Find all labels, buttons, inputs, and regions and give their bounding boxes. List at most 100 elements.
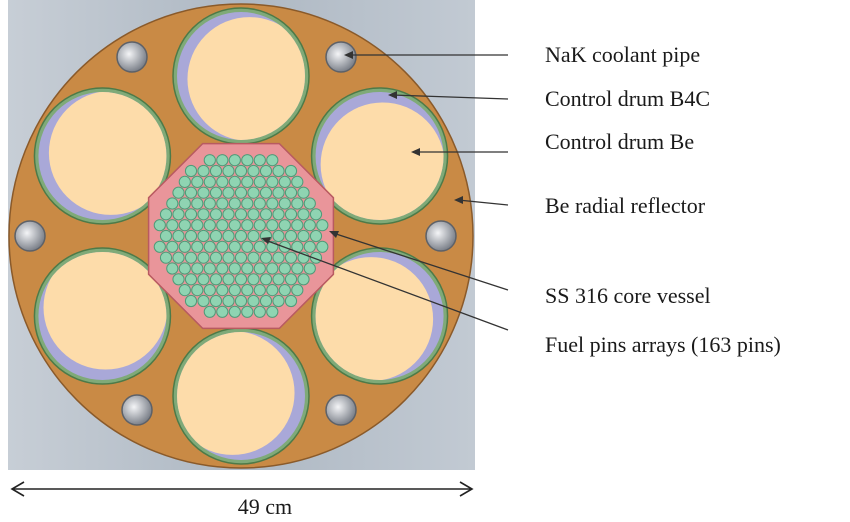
fuel-pin bbox=[247, 294, 260, 308]
fuel-pin bbox=[241, 219, 254, 232]
fuel-pin bbox=[266, 175, 279, 188]
fuel-pin bbox=[284, 229, 298, 243]
fuel-pin bbox=[297, 186, 310, 199]
fuel-pin bbox=[153, 240, 166, 253]
fuel-pin bbox=[178, 284, 191, 297]
nak-coolant-pipe bbox=[325, 41, 357, 73]
fuel-pin bbox=[309, 208, 323, 221]
fuel-pin bbox=[191, 197, 204, 210]
fuel-pin bbox=[284, 164, 298, 178]
dimension-arrow bbox=[10, 481, 474, 497]
fuel-pin bbox=[284, 273, 298, 286]
fuel-pin bbox=[178, 197, 191, 210]
fuel-pin bbox=[159, 251, 173, 264]
control-drums bbox=[33, 7, 449, 465]
fuel-pin bbox=[209, 186, 223, 199]
fuel-pin bbox=[228, 240, 241, 253]
fuel-pin bbox=[216, 175, 229, 188]
fuel-pin bbox=[253, 154, 266, 167]
fuel-pins-array bbox=[153, 154, 329, 318]
fuel-pin bbox=[266, 219, 279, 232]
fuel-pin bbox=[253, 197, 266, 210]
dimension-label: 49 cm bbox=[237, 494, 293, 519]
fuel-pin bbox=[178, 175, 191, 188]
nak-coolant-pipe bbox=[116, 41, 148, 73]
fuel-pin bbox=[284, 208, 298, 221]
fuel-pin bbox=[241, 197, 254, 210]
fuel-pin bbox=[234, 208, 248, 221]
fuel-pin bbox=[222, 273, 235, 286]
fuel-pin bbox=[209, 229, 223, 243]
fuel-pin bbox=[272, 229, 285, 243]
fuel-pin bbox=[172, 251, 185, 264]
fuel-pin bbox=[197, 164, 210, 178]
fuel-pin bbox=[284, 251, 298, 264]
fuel-pin bbox=[272, 164, 285, 178]
control-drum-be bbox=[187, 17, 305, 140]
nak-coolant-pipe bbox=[325, 394, 357, 426]
fuel-pin bbox=[316, 219, 329, 232]
fuel-pin bbox=[228, 305, 241, 318]
fuel-pin bbox=[247, 186, 260, 199]
control-drum-be bbox=[315, 257, 434, 380]
fuel-pin bbox=[222, 251, 235, 264]
fuel-pin bbox=[197, 251, 210, 264]
fuel-pin bbox=[228, 262, 241, 275]
fuel-pin bbox=[316, 240, 329, 253]
fuel-pin bbox=[191, 262, 204, 275]
fuel-pin bbox=[191, 284, 204, 297]
fuel-pin bbox=[222, 208, 235, 221]
fuel-pin bbox=[178, 219, 191, 232]
fuel-pin bbox=[303, 262, 316, 275]
control-drum-be bbox=[320, 102, 444, 220]
fuel-pin bbox=[253, 284, 266, 297]
fuel-pin bbox=[297, 229, 310, 243]
fuel-pin bbox=[216, 154, 229, 167]
fuel-pin bbox=[284, 294, 298, 308]
fuel-pin bbox=[291, 197, 304, 210]
fuel-pin bbox=[216, 262, 229, 275]
fuel-pin bbox=[172, 208, 185, 221]
arrowhead-fuel bbox=[261, 237, 271, 244]
fuel-pin bbox=[278, 219, 291, 232]
fuel-pin bbox=[166, 219, 179, 232]
fuel-pin bbox=[184, 186, 198, 199]
fuel-pin bbox=[184, 229, 198, 243]
fuel-pin bbox=[216, 305, 229, 318]
fuel-pin bbox=[278, 262, 291, 275]
fuel-pin bbox=[253, 219, 266, 232]
arrowhead-vessel bbox=[329, 231, 339, 238]
fuel-pin bbox=[234, 229, 248, 243]
control-drum-be bbox=[48, 92, 167, 215]
fuel-pin bbox=[303, 240, 316, 253]
fuel-pin bbox=[197, 229, 210, 243]
fuel-pin bbox=[228, 175, 241, 188]
fuel-pin bbox=[241, 240, 254, 253]
fuel-pin bbox=[247, 273, 260, 286]
fuel-pin bbox=[247, 164, 260, 178]
fuel-pin bbox=[259, 208, 273, 221]
fuel-pin bbox=[216, 240, 229, 253]
fuel-pin bbox=[159, 208, 173, 221]
fuel-pin bbox=[291, 219, 304, 232]
fuel-pin bbox=[253, 240, 266, 253]
fuel-pin bbox=[247, 229, 260, 243]
fuel-pin bbox=[184, 208, 198, 221]
fuel-pin bbox=[191, 175, 204, 188]
fuel-pin bbox=[216, 284, 229, 297]
fuel-pin bbox=[191, 219, 204, 232]
fuel-pin bbox=[203, 305, 216, 318]
fuel-pin bbox=[166, 240, 179, 253]
fuel-pin bbox=[253, 175, 266, 188]
fuel-pin bbox=[197, 186, 210, 199]
nak-coolant-pipe bbox=[425, 220, 457, 252]
fuel-pin bbox=[284, 186, 298, 199]
leader-be-radial-reflector bbox=[457, 199, 509, 206]
fuel-pin bbox=[178, 262, 191, 275]
fuel-pin bbox=[153, 219, 166, 232]
fuel-pin bbox=[247, 251, 260, 264]
arrowhead-be bbox=[411, 148, 420, 156]
fuel-pin bbox=[241, 305, 254, 318]
fuel-pin bbox=[259, 251, 273, 264]
